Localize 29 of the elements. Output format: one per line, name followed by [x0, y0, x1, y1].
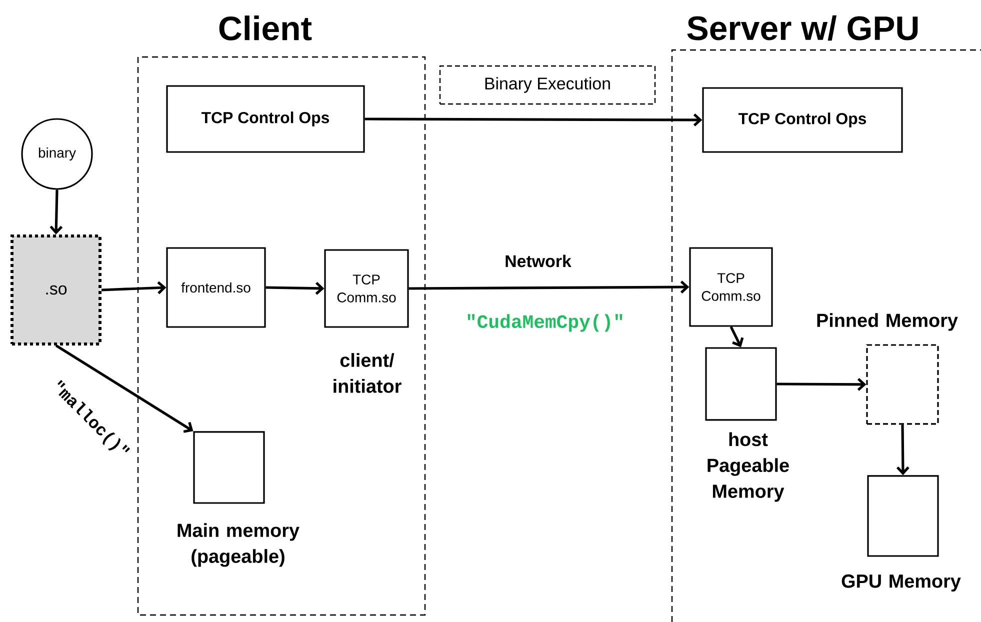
- memory-box: GPU Memory: [842, 475, 961, 592]
- node-caption: client/ initiator: [334, 353, 402, 393]
- arrow: [50, 190, 63, 234]
- arrow: [896, 424, 910, 476]
- arrow: [101, 281, 166, 294]
- arrow: [776, 378, 866, 391]
- process-box: TCP Comm.so: [324, 249, 409, 328]
- code-label: "CudaMemCpy()": [468, 314, 622, 332]
- arrow: [730, 326, 744, 348]
- memory-box: host Pageable Memory: [705, 347, 789, 502]
- node-label: Pinned Memory: [817, 313, 958, 331]
- node-label: GPU Memory: [842, 574, 961, 592]
- process-box: frontend.so: [166, 247, 266, 328]
- node-label: Main memory (pageable): [178, 523, 300, 567]
- process-box: TCP Control Ops: [166, 85, 365, 153]
- process-box: TCP Control Ops: [702, 87, 903, 153]
- dashed-box: Binary Execution: [439, 65, 656, 105]
- memory-box: Main memory (pageable): [178, 431, 300, 567]
- node-label: Client: [219, 16, 312, 40]
- circle-node: binary: [21, 118, 93, 190]
- process-box: TCP Comm.so: [689, 247, 773, 327]
- arrow: [55, 344, 194, 433]
- edge-label: Network: [504, 254, 572, 268]
- node-label: host Pageable Memory: [708, 432, 789, 502]
- arrow: [364, 114, 702, 126]
- arrow: [266, 282, 324, 295]
- library-box: .so: [10, 234, 102, 346]
- arrow: [408, 280, 690, 294]
- memory-box: Pinned Memory: [817, 313, 958, 425]
